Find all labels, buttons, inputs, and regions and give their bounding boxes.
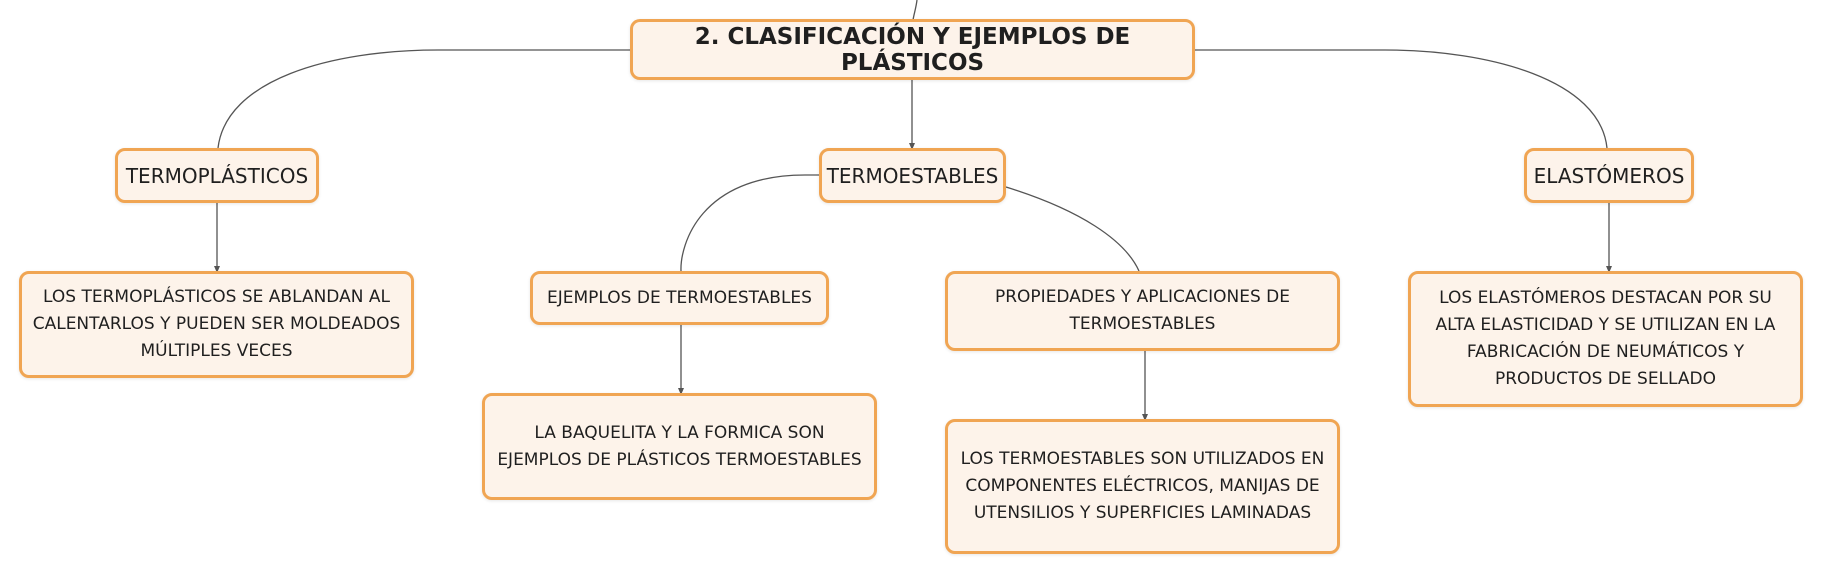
detail-ejemplos-termoestables[interactable]: LA BAQUELITA Y LA FORMICA SON EJEMPLOS D… — [482, 393, 877, 500]
connector-termoestables-propiedades — [1005, 186, 1140, 272]
topic-termoplasticos-label: TERMOPLÁSTICOS — [125, 163, 309, 188]
topic-elastomeros-label: ELASTÓMEROS — [1533, 163, 1685, 188]
topic-termoestables-label: TERMOESTABLES — [826, 163, 999, 188]
connector-parent-root — [912, 0, 918, 21]
connector-root-elastomeros — [1193, 49, 1608, 149]
arrow-propiedades-detail — [1142, 414, 1148, 421]
detail-propiedades-termoestables[interactable]: LOS TERMOESTABLES SON UTILIZADOS EN COMP… — [945, 419, 1340, 554]
arrow-elastomeros-detail — [1606, 266, 1612, 273]
subtopic-propiedades-termoestables[interactable]: PROPIEDADES Y APLICACIONES DE TERMOESTAB… — [945, 271, 1340, 351]
connector-termoestables-ejemplos — [680, 174, 819, 272]
topic-termoplasticos[interactable]: TERMOPLÁSTICOS — [115, 148, 319, 203]
root-topic[interactable]: 2. CLASIFICACIÓN Y EJEMPLOS DE PLÁSTICOS — [630, 19, 1195, 80]
detail-propiedades-text: LOS TERMOESTABLES SON UTILIZADOS EN COMP… — [960, 449, 1325, 523]
connector-root-termoplasticos — [217, 49, 630, 149]
detail-ejemplos-text: LA BAQUELITA Y LA FORMICA SON EJEMPLOS D… — [497, 422, 862, 470]
detail-termoplasticos[interactable]: LOS TERMOPLÁSTICOS SE ABLANDAN AL CALENT… — [19, 271, 414, 378]
subtopic-ejemplos-label: EJEMPLOS DE TERMOESTABLES — [547, 287, 812, 308]
subtopic-propiedades-label: PROPIEDADES Y APLICACIONES DE TERMOESTAB… — [994, 287, 1290, 334]
detail-termoplasticos-text: LOS TERMOPLÁSTICOS SE ABLANDAN AL CALENT… — [32, 287, 401, 361]
arrow-ejemplos-detail — [678, 388, 684, 395]
subtopic-ejemplos-termoestables[interactable]: EJEMPLOS DE TERMOESTABLES — [530, 271, 829, 325]
root-topic-label: 2. CLASIFICACIÓN Y EJEMPLOS DE PLÁSTICOS — [694, 23, 1131, 76]
topic-termoestables[interactable]: TERMOESTABLES — [819, 148, 1006, 203]
detail-elastomeros[interactable]: LOS ELASTÓMEROS DESTACAN POR SU ALTA ELA… — [1408, 271, 1803, 407]
arrow-root-termoestables — [909, 143, 915, 150]
topic-elastomeros[interactable]: ELASTÓMEROS — [1524, 148, 1694, 203]
detail-elastomeros-text: LOS ELASTÓMEROS DESTACAN POR SU ALTA ELA… — [1435, 288, 1776, 389]
arrow-termoplasticos-detail — [214, 266, 220, 273]
